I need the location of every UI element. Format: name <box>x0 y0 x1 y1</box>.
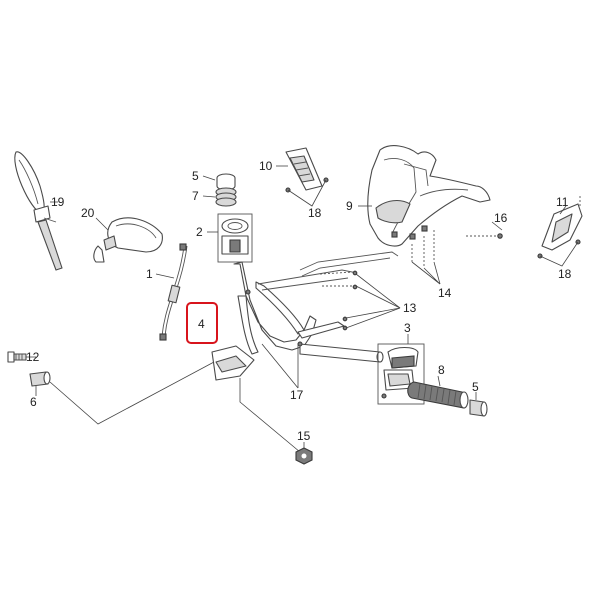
callout-4: 4 <box>198 317 205 331</box>
leader-8 <box>437 375 441 387</box>
part-5-bar-end <box>469 399 488 417</box>
callout-2: 2 <box>196 225 203 239</box>
leader-11 <box>559 205 567 215</box>
leader-17 <box>261 343 299 389</box>
part-4-handlebar <box>211 251 399 381</box>
highlight-box-4 <box>186 302 218 344</box>
leader-16 <box>491 221 503 231</box>
part-7-spring <box>215 187 237 207</box>
leader-7 <box>202 195 216 198</box>
callout-1: 1 <box>146 267 153 281</box>
callout-6: 6 <box>30 395 37 409</box>
callout-9: 9 <box>346 199 353 213</box>
callout-5b: 5 <box>472 380 479 394</box>
part-5-top-cap <box>216 173 236 191</box>
callout-17: 17 <box>290 388 304 402</box>
callout-10: 10 <box>259 159 273 173</box>
callout-16: 16 <box>494 211 508 225</box>
part-3-switch-housing <box>377 343 425 405</box>
callout-14: 14 <box>438 286 452 300</box>
callout-7: 7 <box>192 189 199 203</box>
callout-8: 8 <box>438 363 445 377</box>
part-6-collar <box>29 371 51 387</box>
part-9-handlebar-cover <box>367 145 491 247</box>
callout-5a: 5 <box>192 169 199 183</box>
part-16-screw <box>497 233 503 239</box>
callout-12: 12 <box>26 350 40 364</box>
leader-18a <box>287 179 327 207</box>
leader-18b <box>539 241 579 267</box>
callout-15: 15 <box>297 429 311 443</box>
callout-18b: 18 <box>558 267 572 281</box>
part-10-bracket <box>285 147 329 193</box>
part-19-slim-mirror <box>14 151 63 271</box>
leader-20 <box>95 217 109 231</box>
callout-11: 11 <box>556 195 569 209</box>
part-8-grip <box>407 381 469 409</box>
leader-5a <box>202 175 216 181</box>
part-20-wide-mirror <box>93 217 163 263</box>
assembly-line-left <box>49 361 215 425</box>
leader-13-group <box>319 270 401 331</box>
callout-19: 19 <box>51 195 65 209</box>
part-12-bolt <box>7 351 27 363</box>
callout-3: 3 <box>404 321 411 335</box>
leader-1 <box>155 273 175 279</box>
callout-20: 20 <box>81 206 95 220</box>
part-15-nut <box>295 447 313 465</box>
callout-13: 13 <box>403 301 417 315</box>
part-2-housing <box>217 213 253 263</box>
part-1-cable <box>159 243 188 341</box>
callout-18a: 18 <box>308 206 322 220</box>
leader-14 <box>411 261 441 285</box>
